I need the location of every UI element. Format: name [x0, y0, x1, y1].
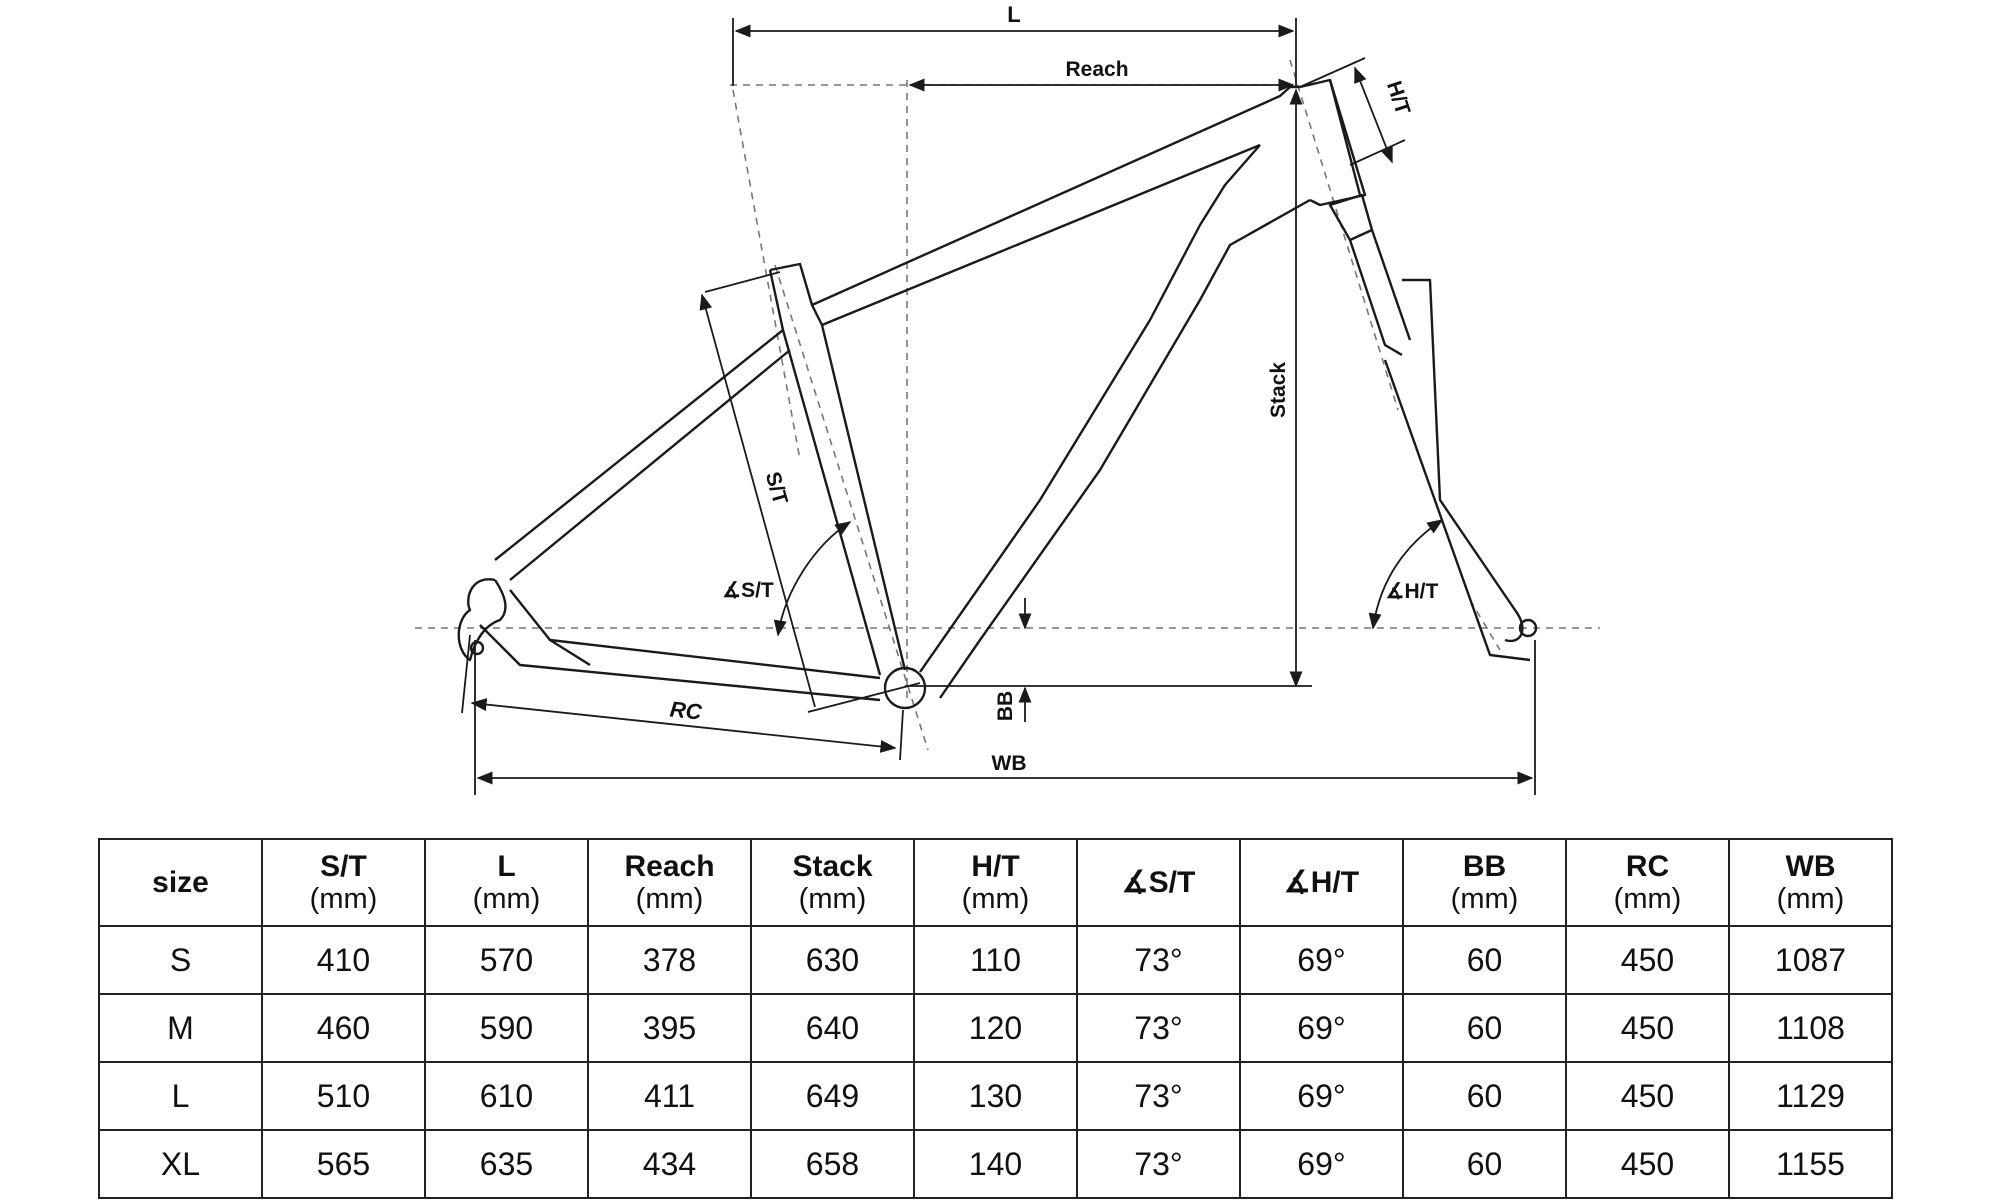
col-header-bb: BB(mm) — [1402, 838, 1567, 927]
col-header-rc: RC(mm) — [1565, 838, 1730, 927]
cell-bb: 60 — [1402, 1129, 1567, 1199]
cell-size: L — [98, 1061, 263, 1131]
cell-wb: 1129 — [1728, 1061, 1893, 1131]
cell-seat-tube-angle: 73° — [1076, 925, 1241, 995]
cell-bb: 60 — [1402, 1061, 1567, 1131]
cell-reach: 434 — [587, 1129, 752, 1199]
table-row: M 460 590 395 640 120 73° 69° 60 450 110… — [98, 993, 1893, 1063]
label-bb: BB — [994, 691, 1017, 721]
col-header-reach: Reach(mm) — [587, 838, 752, 927]
col-header-l: L(mm) — [424, 838, 589, 927]
cell-l: 570 — [424, 925, 589, 995]
cell-l: 635 — [424, 1129, 589, 1199]
col-header-head-tube-angle: ∡H/T — [1239, 838, 1404, 927]
cell-reach: 378 — [587, 925, 752, 995]
cell-seat-tube: 565 — [261, 1129, 426, 1199]
cell-head-tube: 110 — [913, 925, 1078, 995]
cell-head-tube: 140 — [913, 1129, 1078, 1199]
cell-reach: 411 — [587, 1061, 752, 1131]
cell-stack: 649 — [750, 1061, 915, 1131]
cell-stack: 630 — [750, 925, 915, 995]
col-header-stack: Stack(mm) — [750, 838, 915, 927]
geometry-table: size S/T(mm) L(mm) Reach(mm) Stack(mm) H… — [98, 838, 1893, 1199]
label-seat-tube: S/T — [761, 469, 792, 507]
label-reach: Reach — [1065, 58, 1128, 81]
cell-head-tube-angle: 69° — [1239, 925, 1404, 995]
label-rc: RC — [669, 696, 704, 724]
cell-head-tube-angle: 69° — [1239, 993, 1404, 1063]
cell-size: M — [98, 993, 263, 1063]
cell-seat-tube-angle: 73° — [1076, 1061, 1241, 1131]
cell-rc: 450 — [1565, 993, 1730, 1063]
cell-head-tube-angle: 69° — [1239, 1061, 1404, 1131]
cell-wb: 1087 — [1728, 925, 1893, 995]
construction-lines — [415, 59, 1600, 751]
table-row: L 510 610 411 649 130 73° 69° 60 450 112… — [98, 1061, 1893, 1131]
cell-stack: 658 — [750, 1129, 915, 1199]
cell-head-tube: 120 — [913, 993, 1078, 1063]
cell-stack: 640 — [750, 993, 915, 1063]
col-header-head-tube: H/T(mm) — [913, 838, 1078, 927]
table-header-row: size S/T(mm) L(mm) Reach(mm) Stack(mm) H… — [98, 838, 1893, 927]
bike-frame — [457, 78, 1538, 710]
cell-l: 590 — [424, 993, 589, 1063]
label-wb: WB — [992, 752, 1027, 775]
cell-rc: 450 — [1565, 1129, 1730, 1199]
label-head-tube-angle: ∡H/T — [1386, 580, 1439, 603]
col-header-seat-tube-angle: ∡S/T — [1076, 838, 1241, 927]
cell-bb: 60 — [1402, 993, 1567, 1063]
cell-head-tube: 130 — [913, 1061, 1078, 1131]
col-header-seat-tube: S/T(mm) — [261, 838, 426, 927]
col-header-size: size — [98, 838, 263, 927]
label-stack: Stack — [1267, 362, 1290, 418]
table-row: XL 565 635 434 658 140 73° 69° 60 450 11… — [98, 1129, 1893, 1199]
cell-seat-tube: 460 — [261, 993, 426, 1063]
cell-wb: 1155 — [1728, 1129, 1893, 1199]
cell-seat-tube: 410 — [261, 925, 426, 995]
cell-wb: 1108 — [1728, 993, 1893, 1063]
label-head-tube: H/T — [1382, 78, 1414, 117]
cell-head-tube-angle: 69° — [1239, 1129, 1404, 1199]
cell-l: 610 — [424, 1061, 589, 1131]
cell-size: S — [98, 925, 263, 995]
cell-reach: 395 — [587, 993, 752, 1063]
cell-seat-tube: 510 — [261, 1061, 426, 1131]
cell-seat-tube-angle: 73° — [1076, 993, 1241, 1063]
cell-rc: 450 — [1565, 1061, 1730, 1131]
label-l: L — [1007, 2, 1020, 27]
dimension-lines — [461, 18, 1536, 795]
dimension-labels: L Reach H/T Stack S/T ∡S/T ∡H/T BB RC WB — [669, 2, 1439, 775]
label-seat-tube-angle: ∡S/T — [722, 579, 774, 602]
col-header-wb: WB(mm) — [1728, 838, 1893, 927]
table-row: S 410 570 378 630 110 73° 69° 60 450 108… — [98, 925, 1893, 995]
cell-seat-tube-angle: 73° — [1076, 1129, 1241, 1199]
frame-geometry-diagram: L Reach H/T Stack S/T ∡S/T ∡H/T BB RC WB — [415, 2, 1600, 795]
cell-rc: 450 — [1565, 925, 1730, 995]
cell-size: XL — [98, 1129, 263, 1199]
cell-bb: 60 — [1402, 925, 1567, 995]
